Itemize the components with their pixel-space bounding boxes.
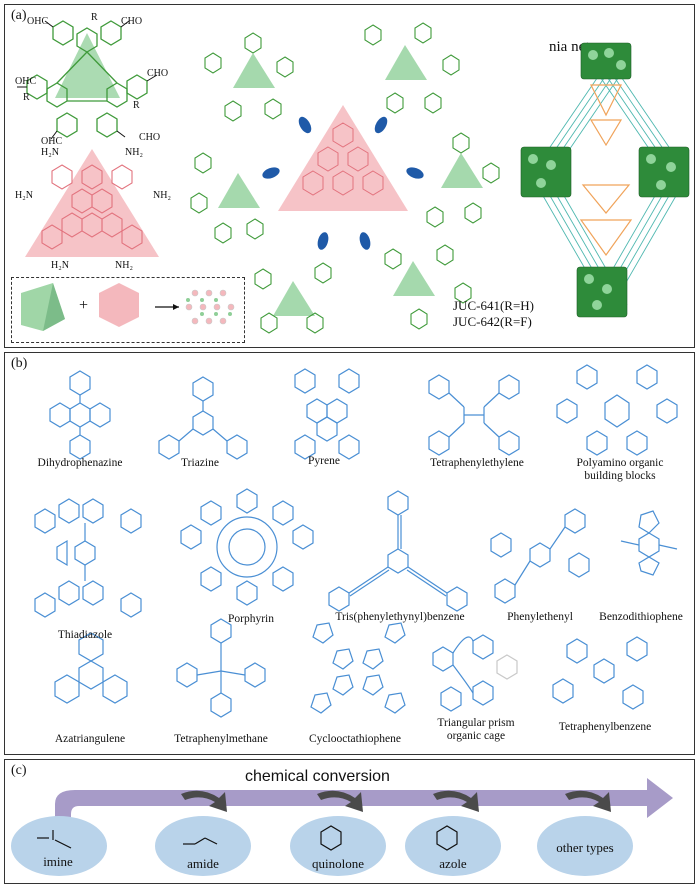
- amine-label-6: NH₂: [115, 260, 133, 271]
- cho-label-4: CHO: [147, 68, 169, 79]
- plus-sign: +: [79, 297, 89, 314]
- porphyrin-structure: [180, 488, 314, 606]
- label-tris-phenylethynyl: Tris(phenylethynyl)benzene: [335, 611, 465, 623]
- label-tetraphenylethylene: Tetraphenylethylene: [430, 457, 524, 469]
- r-label-3: R: [133, 100, 140, 111]
- topology-scheme: [21, 283, 235, 331]
- panel-a-label: (a): [11, 8, 27, 23]
- cho-label-2: CHO: [121, 16, 143, 27]
- amine-label-2: NH₂: [125, 147, 143, 158]
- panel-b-label: (b): [11, 356, 28, 371]
- azatriangulene-structure: [54, 632, 128, 704]
- panel-c-label: (c): [11, 763, 27, 778]
- label-cyclooctathiophene: Cyclooctathiophene: [309, 733, 401, 745]
- tetraphenylethylene-structure: [428, 374, 520, 456]
- amine-label-5: H₂N: [51, 260, 69, 271]
- label-phenylethenyl: Phenylethenyl: [507, 611, 573, 623]
- tetraphenylbenzene-structure: [552, 636, 648, 710]
- conversion-arrow: [11, 778, 673, 876]
- label-pyrene: Pyrene: [308, 455, 340, 467]
- stage-azole: azole: [439, 856, 467, 871]
- nia-net-structure: [520, 42, 690, 318]
- prism-cage-structure: [432, 634, 518, 712]
- panel-c: (c) chemical conversion imine amide quin…: [4, 759, 695, 884]
- cho-label-5: OHC: [41, 136, 63, 147]
- thiadiazole-structure: [34, 498, 142, 618]
- stage-amide: amide: [187, 856, 219, 871]
- framework-structure: [190, 22, 500, 334]
- juc642-label: JUC-642(R=F): [453, 314, 532, 329]
- stage-quinolone: quinolone: [312, 856, 364, 871]
- label-dihydrophenazine: Dihydrophenazine: [37, 457, 123, 469]
- label-benzodithiophene: Benzodithiophene: [599, 611, 683, 623]
- juc641-label: JUC-641(R=H): [453, 298, 534, 313]
- amine-label-4: NH₂: [153, 190, 171, 201]
- dihydrophenazine-structure: [49, 370, 111, 460]
- tris-phenylethynyl-structure: [328, 490, 468, 612]
- cho-label-1: OHC: [27, 16, 49, 27]
- cho-label-6: CHO: [139, 132, 161, 143]
- label-prism-cage: Triangular prism organic cage: [437, 717, 515, 742]
- label-azatriangulene: Azatriangulene: [54, 733, 126, 745]
- pyrene-structure: [294, 368, 360, 460]
- stage-other-types: other types: [556, 840, 614, 855]
- panel-b: (b): [4, 352, 695, 755]
- conversion-title: chemical conversion: [245, 768, 390, 785]
- polyamino-structure: [556, 364, 678, 456]
- phenylethenyl-structure: [490, 508, 590, 604]
- cho-label-3: OHC: [15, 76, 37, 87]
- amine-label-3: H₂N: [15, 190, 33, 201]
- benzodithiophene-structure: [620, 510, 678, 576]
- stage-imine: imine: [43, 854, 73, 869]
- hexaamine-structure: [25, 149, 159, 257]
- triptycene-aldehyde-structure: [17, 20, 158, 140]
- cyclooctathiophene-structure: [310, 622, 406, 714]
- panel-a: (a) OHC CHO OHC CHO OHC CHO R R R: [4, 4, 695, 348]
- amine-label-1: H₂N: [41, 147, 59, 158]
- tetraphenylmethane-structure: [176, 618, 266, 718]
- label-triazine: Triazine: [181, 457, 219, 469]
- label-polyamino: Polyamino organic building blocks: [576, 457, 664, 482]
- topology-scheme-box: [11, 277, 245, 343]
- label-tetraphenylbenzene: Tetraphenylbenzene: [558, 721, 652, 733]
- label-porphyrin: Porphyrin: [228, 613, 274, 625]
- r-label-2: R: [23, 92, 30, 103]
- r-label-1: R: [91, 12, 98, 23]
- triazine-structure: [158, 376, 248, 460]
- label-thiadiazole: Thiadiazole: [57, 629, 113, 641]
- label-tetraphenylmethane: Tetraphenylmethane: [174, 733, 268, 745]
